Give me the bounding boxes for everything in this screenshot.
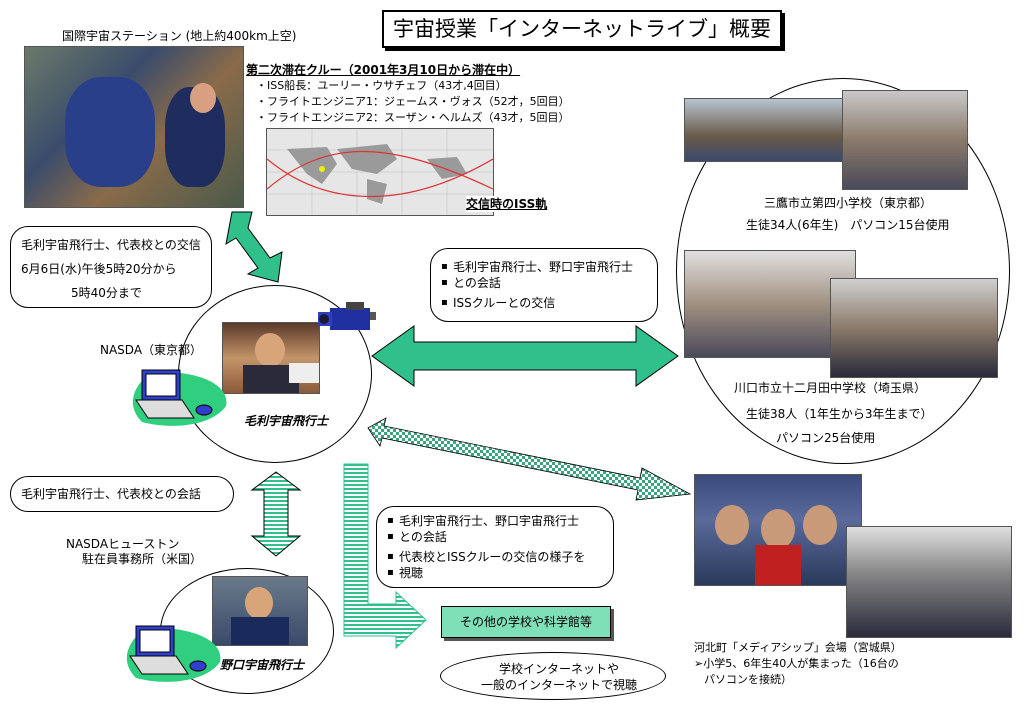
laptop-icon [132, 369, 227, 426]
nasda-schools-arrow [371, 325, 679, 387]
mitaka-photo-2 [842, 90, 968, 190]
callout-line: 視聴 [387, 565, 585, 581]
houston-label: 駐在員事務所（米国） [82, 552, 203, 566]
callout-line: 5時40分まで [71, 286, 142, 300]
page-title: 宇宙授業「インターネットライブ」概要 [382, 10, 782, 48]
kahoku-school: 河北町「メディアシップ」会場（宮城県） [694, 641, 902, 654]
iss-crew-photo [24, 46, 244, 208]
callout-line: 毛利宇宙飛行士、代表校との交信 [21, 238, 201, 252]
orbit-map-graphic [267, 129, 493, 215]
center-bottom-callout: 毛利宇宙飛行士、野口宇宙飛行士 との会話 代表校とISSクルーの交信の様子を 視… [376, 506, 614, 588]
video-camera-icon [318, 302, 376, 330]
crew-member: ・ISS船長：ユーリー・ウサチェフ（43才,4回目） [256, 79, 507, 92]
iss-caption: 国際宇宙ステーション (地上約400km上空) [62, 29, 297, 43]
schools-circle [676, 78, 1010, 464]
crew-member: ・フライトエンジニア1：ジェームス・ヴォス（52才，5回目） [256, 95, 570, 108]
callout-line: との会話 [441, 275, 633, 291]
callout-line: 6月6日(水)午後5時20分から [21, 262, 177, 276]
callout-line: 毛利宇宙飛行士、野口宇宙飛行士 [441, 259, 633, 275]
callout-line: 学校インターネットや [499, 662, 620, 676]
other-schools-box: その他の学校や科学館等 [441, 606, 611, 638]
nasda-kahoku-arrow [367, 417, 692, 501]
nasda-tokyo-label: NASDA（東京都） [100, 343, 203, 357]
kahoku-screen-photo [694, 474, 862, 586]
internet-callout: 学校インターネットや 一般のインターネットで視聴 [440, 652, 666, 700]
callout-line: 毛利宇宙飛行士、代表校との会話 [21, 487, 201, 501]
mouri-exchange-callout: 毛利宇宙飛行士、代表校との交信 6月6日(水)午後5時20分から 5時40分まで [10, 226, 212, 308]
kawaguchi-photo-2 [830, 278, 998, 378]
noguchi-photo [212, 576, 308, 646]
crew-member: ・フライトエンジニア2：スーザン・ヘルムズ（43才，5回目） [256, 111, 570, 124]
callout-line: 一般のインターネットで視聴 [481, 678, 638, 692]
center-top-callout: 毛利宇宙飛行士、野口宇宙飛行士 との会話 ISSクルーとの交信 [430, 248, 658, 322]
mitaka-school: 三鷹市立第四小学校（東京都） [764, 196, 933, 210]
mouri-photo [222, 322, 320, 394]
orbit-label: 交信時のISS軌 [466, 196, 548, 212]
callout-line: ISSクルーとの交信 [441, 295, 555, 311]
iss-orbit-map [266, 128, 494, 216]
kawaguchi-photo-1 [684, 250, 856, 358]
laptop-icon [126, 625, 221, 682]
callout-line: 毛利宇宙飛行士、野口宇宙飛行士 [387, 513, 579, 529]
kawaguchi-school: 川口市立十二月田中学校（埼玉県） [734, 381, 927, 395]
tokyo-houston-arrow [250, 471, 302, 557]
kawaguchi-detail: パソコン25台使用 [776, 431, 876, 445]
mitaka-detail: 生徒34人(6年生) パソコン15台使用 [746, 218, 950, 232]
callout-line: との会話 [387, 529, 579, 545]
noguchi-name: 野口宇宙飛行士 [220, 658, 305, 672]
callout-line: 代表校とISSクルーの交信の様子を [387, 549, 585, 565]
kahoku-detail: ➢小学5、6年生40人が集まった（16台の [694, 657, 899, 670]
mouri-name: 毛利宇宙飛行士 [244, 414, 329, 428]
kahoku-students-photo [846, 526, 1012, 638]
mitaka-photo-1 [684, 98, 844, 162]
iss-nasda-arrow [225, 211, 283, 283]
mouri-talk-callout: 毛利宇宙飛行士、代表校との会話 [10, 476, 234, 512]
crew-heading: 第二次滞在クルー（2001年3月10日から滞在中） [246, 63, 521, 77]
kawaguchi-detail: 生徒38人（1年生から3年生まで） [746, 407, 933, 421]
houston-label: NASDAヒューストン [66, 537, 180, 551]
kahoku-detail: パソコンを接続） [704, 673, 792, 686]
